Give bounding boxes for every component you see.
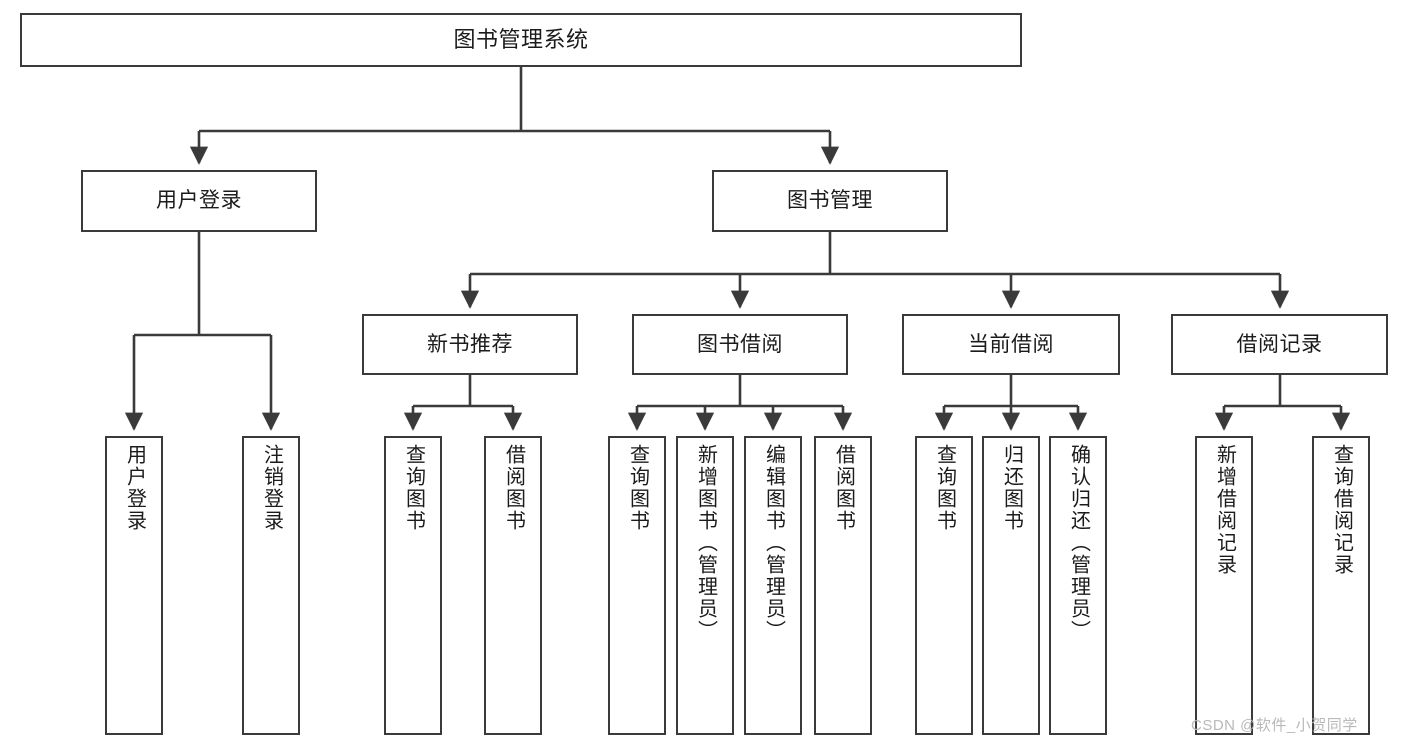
node-label: 新增图书（管理员） [694,444,717,642]
node-label: 确认归还（管理员） [1067,444,1090,642]
node-user-login[interactable]: 用户登录 [81,170,317,232]
node-current-borrow[interactable]: 当前借阅 [902,314,1120,375]
leaf-user-login-logout[interactable]: 注销登录 [242,436,300,735]
node-label: 图书管理系统 [453,26,589,52]
leaf-current-query-book[interactable]: 查询图书 [915,436,973,735]
leaf-borrow-add-book-admin[interactable]: 新增图书（管理员） [676,436,734,735]
node-label: 用户登录 [156,189,242,213]
leaf-borrow-borrow-book[interactable]: 借阅图书 [814,436,872,735]
node-root-library-management-system[interactable]: 图书管理系统 [20,13,1022,67]
node-label: 查询借阅记录 [1330,444,1353,576]
csdn-watermark: CSDN @软件_小贺同学 [1191,717,1358,734]
node-label: 借阅图书 [832,444,855,532]
node-label: 查询图书 [933,444,956,532]
node-label: 新增借阅记录 [1213,444,1236,576]
node-borrow-record[interactable]: 借阅记录 [1171,314,1388,375]
node-label: 查询图书 [626,444,649,532]
node-label: 注销登录 [260,444,283,532]
leaf-current-return-book[interactable]: 归还图书 [982,436,1040,735]
leaf-recommend-borrow-book[interactable]: 借阅图书 [484,436,542,735]
leaf-user-login-login[interactable]: 用户登录 [105,436,163,735]
leaf-recommend-query-book[interactable]: 查询图书 [384,436,442,735]
leaf-record-query-borrow-record[interactable]: 查询借阅记录 [1312,436,1370,735]
node-label: 查询图书 [402,444,425,532]
node-label: 借阅记录 [1236,332,1323,356]
node-label: 新书推荐 [427,332,513,356]
node-label: 图书管理 [787,189,873,213]
node-label: 用户登录 [123,444,146,532]
node-new-book-recommend[interactable]: 新书推荐 [362,314,578,375]
node-label: 归还图书 [1000,444,1023,532]
node-label: 编辑图书（管理员） [762,444,785,642]
node-label: 当前借阅 [968,332,1054,356]
leaf-borrow-query-book[interactable]: 查询图书 [608,436,666,735]
leaf-record-add-borrow-record[interactable]: 新增借阅记录 [1195,436,1253,735]
node-label: 图书借阅 [697,332,783,356]
node-book-management[interactable]: 图书管理 [712,170,948,232]
leaf-borrow-edit-book-admin[interactable]: 编辑图书（管理员） [744,436,802,735]
node-book-borrow[interactable]: 图书借阅 [632,314,848,375]
node-label: 借阅图书 [502,444,525,532]
leaf-current-confirm-return-admin[interactable]: 确认归还（管理员） [1049,436,1107,735]
